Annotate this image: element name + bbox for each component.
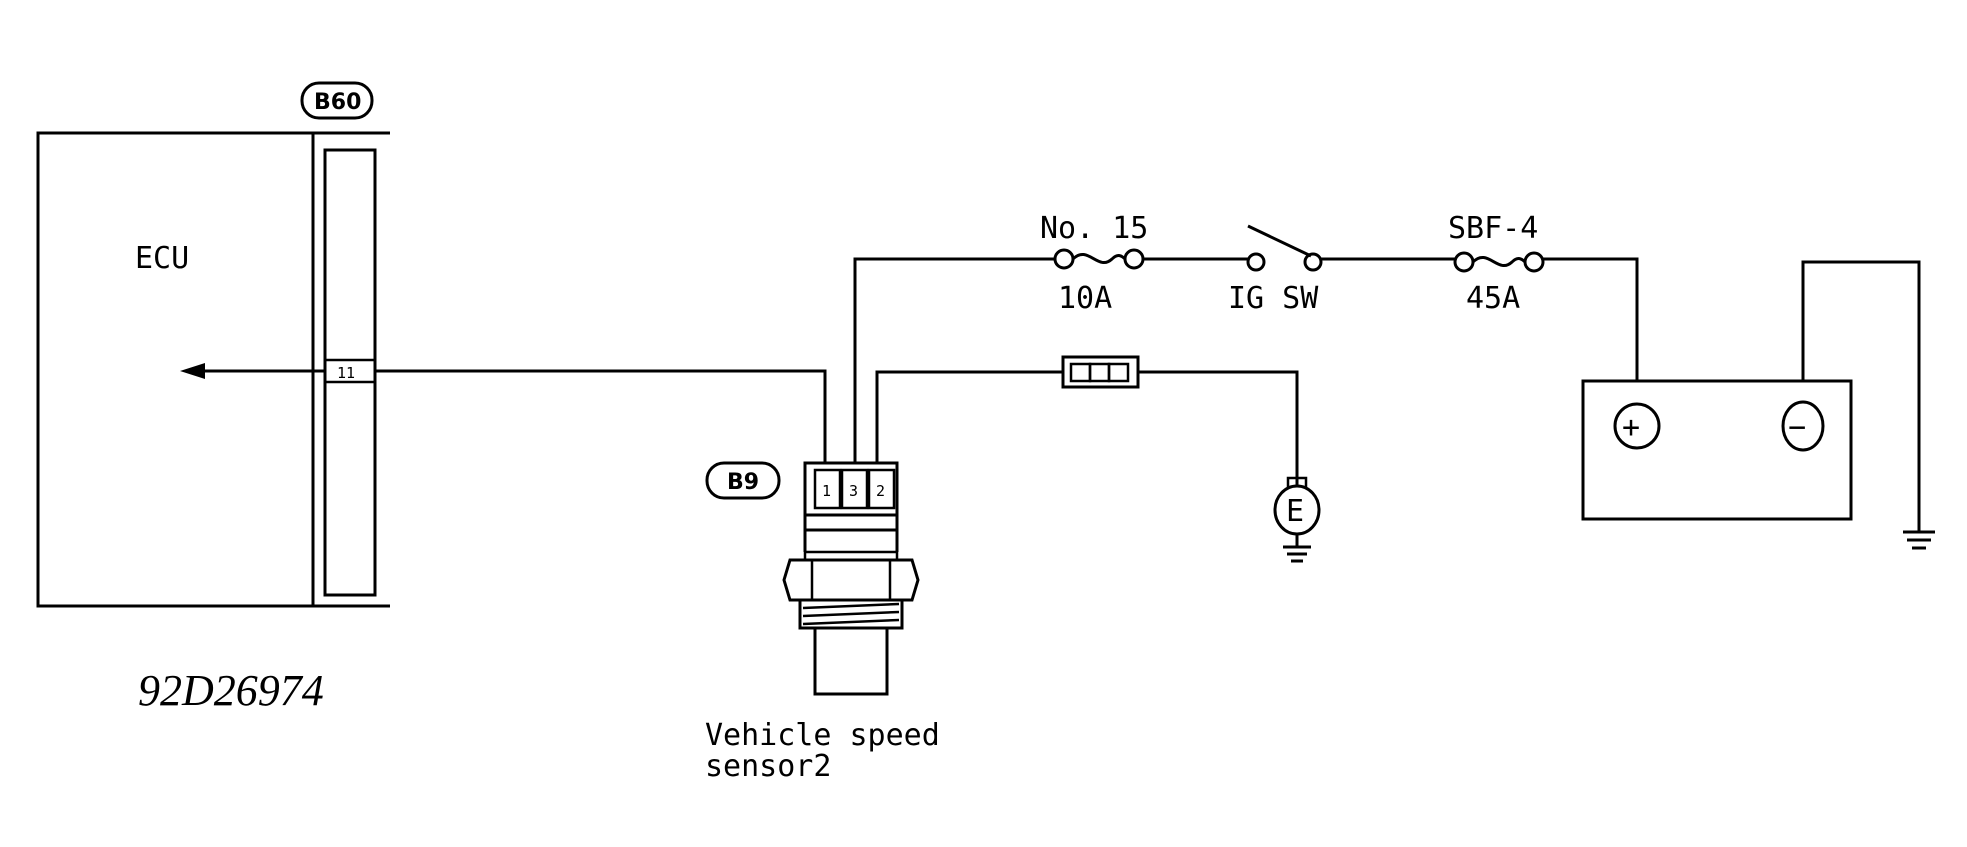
connector-tag-b9-label: B9 bbox=[727, 470, 759, 495]
ecu-label: ECU bbox=[135, 241, 189, 276]
ig-switch-blade bbox=[1247, 224, 1312, 258]
fuse-sbf4-label: SBF-4 bbox=[1448, 211, 1538, 246]
fuse-no15-element bbox=[1071, 252, 1127, 265]
ig-switch-left-terminal bbox=[1246, 252, 1266, 272]
fuse-no15-right-terminal bbox=[1123, 248, 1145, 270]
battery-body bbox=[1581, 379, 1853, 521]
ecu-pin-11-label: 11 bbox=[337, 364, 355, 382]
sensor-pin-1-cell bbox=[813, 468, 842, 510]
sensor-pin-1-label: 1 bbox=[822, 482, 831, 500]
chassis-ground bbox=[1903, 530, 1935, 550]
connector-tag-b9 bbox=[705, 461, 781, 500]
connector-tag-b60-label: B60 bbox=[314, 90, 361, 115]
fuse-no15: No. 15 10A bbox=[1040, 211, 1148, 316]
battery-negative-symbol: − bbox=[1788, 410, 1806, 445]
fuse-sbf4: SBF-4 45A bbox=[1448, 211, 1545, 316]
ignition-switch: IG SW bbox=[1228, 224, 1323, 316]
ground-wire-to-earth bbox=[1138, 370, 1299, 488]
battery-negative-terminal bbox=[1781, 400, 1825, 452]
sensor-pin-2-label: 2 bbox=[876, 482, 885, 500]
earth-ground: E bbox=[1273, 476, 1321, 563]
sensor-label-line1: Vehicle speed bbox=[705, 718, 940, 753]
battery: + − bbox=[1581, 379, 1853, 521]
fuse-sbf4-right-terminal bbox=[1523, 251, 1545, 273]
fuse-no15-rating: 10A bbox=[1058, 281, 1112, 316]
fuse-sbf4-rating: 45A bbox=[1466, 281, 1520, 316]
ground-wire-sensor bbox=[875, 370, 1063, 463]
connector-tag-b60 bbox=[300, 81, 374, 120]
ecu-unit: ECU 11 B60 bbox=[36, 81, 390, 608]
sensor-pin-3-label: 3 bbox=[849, 482, 858, 500]
joint-connector-pin-c bbox=[1107, 362, 1130, 383]
figure-code: 92D26974 bbox=[138, 666, 324, 715]
sensor-hex-nut bbox=[782, 558, 920, 602]
wires bbox=[375, 257, 1921, 532]
sensor-label-line2: sensor2 bbox=[705, 749, 831, 784]
battery-positive-terminal bbox=[1613, 402, 1661, 450]
power-wire-to-battery bbox=[1540, 257, 1639, 381]
sensor-pin-2-cell bbox=[867, 468, 896, 510]
sensor-pin-3-cell bbox=[840, 468, 869, 510]
fuse-no15-left-terminal bbox=[1053, 248, 1075, 270]
power-wire-sensor bbox=[853, 257, 1058, 463]
ecu-signal-arrowhead bbox=[180, 363, 205, 379]
sensor-thread-lines bbox=[802, 602, 900, 626]
signal-wire bbox=[375, 369, 827, 463]
ig-switch-label: IG SW bbox=[1228, 281, 1319, 316]
fuse-sbf4-element bbox=[1471, 255, 1527, 268]
battery-negative-wire bbox=[1801, 260, 1921, 532]
vehicle-speed-sensor: 1 3 2 B9 Vehicle speed sensor2 bbox=[705, 461, 940, 784]
fuse-no15-label: No. 15 bbox=[1040, 211, 1148, 246]
sensor-shaft bbox=[813, 626, 889, 696]
ecu-connector-strip bbox=[323, 148, 377, 597]
earth-ground-label: E bbox=[1286, 494, 1304, 529]
battery-positive-symbol: + bbox=[1622, 410, 1640, 445]
ig-switch-right-terminal bbox=[1303, 252, 1323, 272]
fuse-sbf4-left-terminal bbox=[1453, 251, 1475, 273]
joint-connector bbox=[1061, 355, 1140, 389]
